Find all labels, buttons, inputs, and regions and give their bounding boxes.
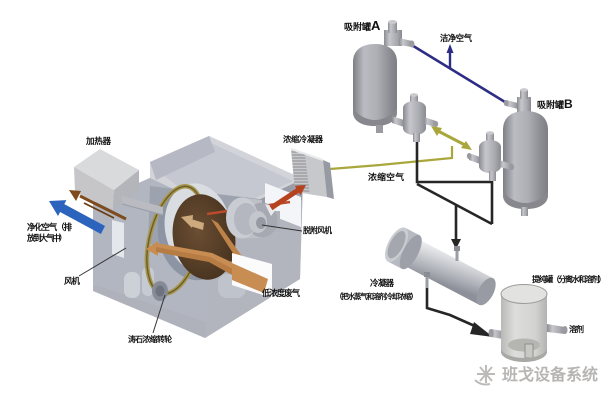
- svg-text:放到大气中）: 放到大气中）: [26, 233, 67, 243]
- svg-text:加热器: 加热器: [85, 136, 111, 146]
- svg-text:冷凝器: 冷凝器: [370, 278, 394, 288]
- svg-text:洁净空气: 洁净空气: [440, 33, 473, 43]
- svg-text:脱附风机: 脱附风机: [303, 225, 332, 235]
- svg-text:溶剂: 溶剂: [569, 324, 584, 334]
- svg-text:风机: 风机: [64, 276, 80, 286]
- svg-text:班戈设备系统: 班戈设备系统: [502, 365, 598, 384]
- svg-text:低浓度废气: 低浓度废气: [261, 288, 301, 298]
- svg-text:吸附罐B: 吸附罐B: [537, 97, 573, 111]
- svg-text:浓缩冷凝器: 浓缩冷凝器: [283, 134, 324, 144]
- svg-text:浓缩空气: 浓缩空气: [368, 171, 404, 182]
- svg-text:（把水蒸气和溶剂冷却浓缩）: （把水蒸气和溶剂冷却浓缩）: [335, 291, 418, 301]
- svg-text:吸附罐A: 吸附罐A: [344, 18, 381, 33]
- svg-text:提纯罐（分离水和溶剂）: 提纯罐（分离水和溶剂）: [532, 274, 606, 284]
- svg-text:涛石浓缩转轮: 涛石浓缩转轮: [128, 334, 172, 344]
- svg-text:净化空气（排: 净化空气（排: [27, 222, 73, 232]
